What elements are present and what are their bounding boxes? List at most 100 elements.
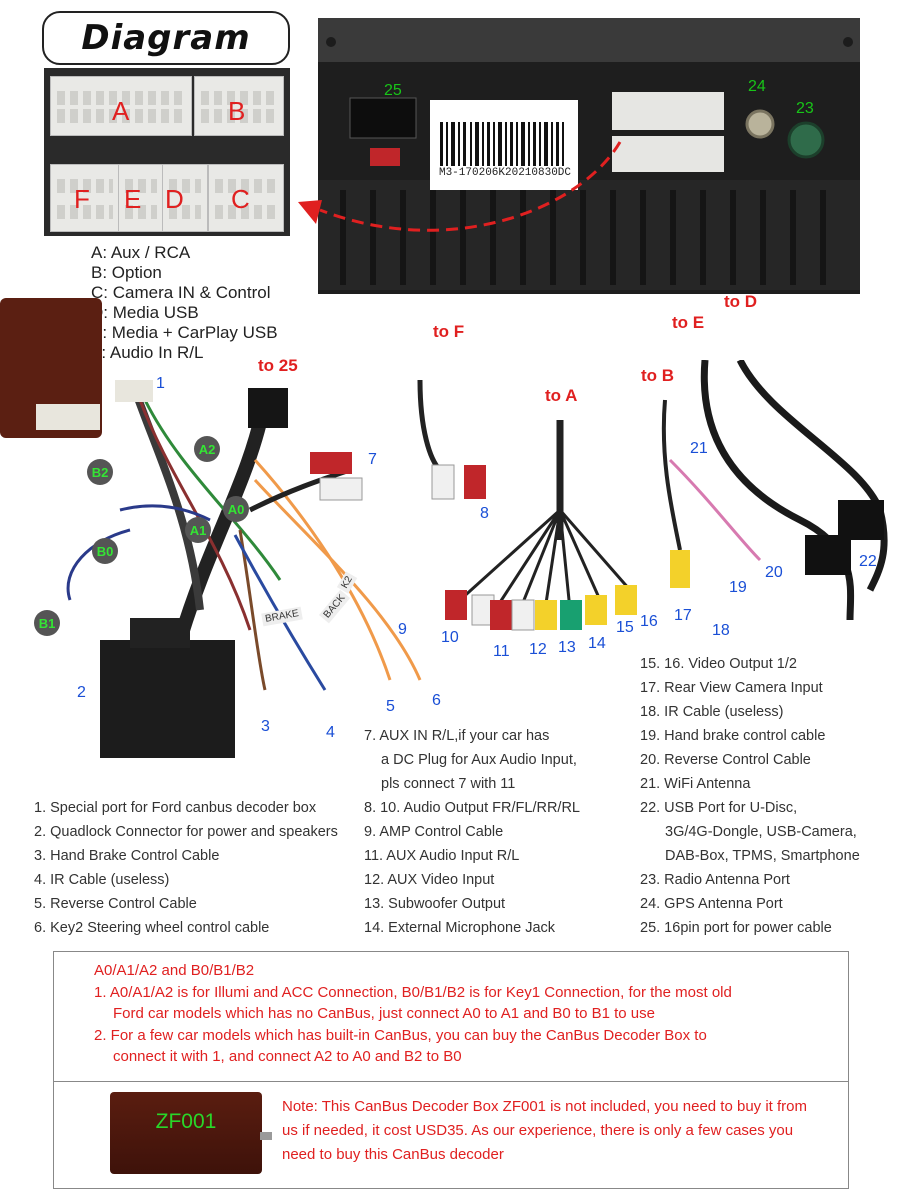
- cable-number-3: 3: [261, 718, 270, 735]
- diagram-title: Diagram: [81, 18, 251, 58]
- cable-number-7: 7: [368, 451, 377, 468]
- cable-number-19: 19: [729, 579, 747, 596]
- port-number-23: 23: [796, 100, 814, 117]
- callout-to-d: to D: [724, 292, 758, 311]
- description-item: 23. Radio Antenna Port: [640, 872, 790, 888]
- legend-item: F: Audio In R/L: [91, 343, 204, 362]
- rca-7-white: [319, 477, 363, 501]
- callout-to-b: to B: [641, 366, 675, 385]
- plug-a: [50, 76, 192, 136]
- power-port-25: [349, 97, 417, 139]
- screw-icon: [843, 37, 853, 47]
- plug-socket-ab: [612, 92, 724, 130]
- cable-number-14: 14: [588, 635, 606, 652]
- cable-number-22: 22: [859, 553, 877, 570]
- decoder-note-line: need to buy this CanBus decoder: [282, 1146, 504, 1163]
- barcode-text: M3-170206K20210830DC: [438, 167, 572, 179]
- description-item: 9. AMP Control Cable: [364, 824, 504, 840]
- plug-label-d: D: [165, 184, 184, 214]
- descriptions-middle: 7. AUX IN R/L,if your car has a DC Plug …: [364, 724, 580, 940]
- rca-8-white: [431, 464, 455, 500]
- descriptions-right: 15. 16. Video Output 1/2 17. Rear View C…: [640, 652, 860, 940]
- description-item: 24. GPS Antenna Port: [640, 896, 783, 912]
- badge-b0: B0: [92, 538, 118, 564]
- description-item: 3. Hand Brake Control Cable: [34, 848, 220, 864]
- cable-number-1: 1: [156, 375, 165, 392]
- rca-17-yellow: [670, 550, 690, 588]
- description-item: 11. AUX Audio Input R/L: [364, 848, 520, 864]
- cable-number-16: 16: [640, 613, 658, 630]
- plug-label-e: E: [124, 184, 142, 214]
- description-item: 17. Rear View Camera Input: [640, 680, 823, 696]
- description-item: 21. WiFi Antenna: [640, 776, 751, 792]
- cable-number-17: 17: [674, 607, 692, 624]
- fuse: [370, 148, 400, 166]
- usb-port-22b: [838, 500, 884, 540]
- description-item: a DC Plug for Aux Audio Input,: [381, 752, 577, 768]
- cable-number-21: 21: [690, 440, 708, 457]
- cable-number-6: 6: [432, 692, 441, 709]
- note-item-1-cont: Ford car models which has no CanBus, jus…: [113, 1005, 655, 1022]
- heatsink-fins: [318, 180, 860, 290]
- decoder-label: ZF001: [155, 1110, 217, 1133]
- callout-to-a: to A: [545, 386, 578, 405]
- notes-heading: A0/A1/A2 and B0/B1/B2: [94, 962, 255, 979]
- cable-number-11: 11: [493, 643, 510, 660]
- description-item: 5. Reverse Control Cable: [34, 896, 197, 912]
- plug-legend: A: Aux / RCA B: Option C: Camera IN & Co…: [91, 243, 278, 363]
- decoder-note: Note: This CanBus Decoder Box ZF001 is n…: [282, 1095, 847, 1167]
- description-item: 6. Key2 Steering wheel control cable: [34, 920, 270, 936]
- cable-number-13: 13: [558, 639, 576, 656]
- callout-to-e: to E: [672, 313, 705, 332]
- plug-b: [194, 76, 284, 136]
- cable-number-12: 12: [529, 641, 547, 658]
- cable-number-10: 10: [441, 629, 459, 646]
- legend-item: B: Option: [91, 263, 162, 282]
- badge-a2: A2: [194, 436, 220, 462]
- usb-port-22a: [805, 535, 851, 575]
- cable-number-5: 5: [386, 698, 395, 715]
- plug-c: [208, 164, 284, 232]
- decoder-note-line: Note: This CanBus Decoder Box ZF001 is n…: [282, 1098, 807, 1115]
- plug-d: [162, 164, 208, 232]
- rca-8-red: [464, 465, 486, 499]
- connector-1: [115, 380, 153, 402]
- plug-label-b: B: [228, 96, 246, 126]
- port-number-25: 25: [384, 82, 402, 99]
- description-item: 13. Subwoofer Output: [364, 896, 506, 912]
- cable-number-20: 20: [765, 564, 783, 581]
- unit-top-plate: [318, 18, 860, 62]
- cable-number-18: 18: [712, 622, 730, 639]
- cable-number-8: 8: [480, 505, 489, 522]
- description-item: 25. 16pin port for power cable: [640, 920, 832, 936]
- diagram-title-box: Diagram: [42, 11, 290, 65]
- descriptions-left: 1. Special port for Ford canbus decoder …: [34, 796, 338, 940]
- legend-item: A: Aux / RCA: [91, 243, 191, 262]
- description-item: 19. Hand brake control cable: [640, 728, 826, 744]
- quadlock-collar: [130, 618, 190, 648]
- cable-number-4: 4: [326, 724, 335, 741]
- plug-label-a: A: [112, 96, 130, 126]
- description-item: 18. IR Cable (useless): [640, 704, 784, 720]
- description-item: 8. 10. Audio Output FR/FL/RR/RL: [364, 800, 580, 816]
- callout-to-f: to F: [433, 322, 465, 341]
- legend-item: C: Camera IN & Control: [91, 283, 271, 302]
- plug-label-f: F: [74, 184, 90, 214]
- decoder-connector: [36, 404, 100, 430]
- connector-closeup-photo: A B F E D C: [44, 68, 290, 236]
- plug-e: [118, 164, 164, 232]
- rca-fan-out: [445, 508, 637, 631]
- description-item: 2. Quadlock Connector for power and spea…: [34, 824, 338, 840]
- radio-antenna-port: [787, 121, 825, 159]
- screw-icon: [326, 37, 336, 47]
- note-item-2: 2. For a few car models which has built-…: [94, 1026, 707, 1044]
- description-item: 12. AUX Video Input: [364, 872, 495, 888]
- gps-antenna-port: [745, 109, 775, 139]
- badge-b2: B2: [87, 459, 113, 485]
- badge-a0: A0: [223, 496, 249, 522]
- description-item: 1. Special port for Ford canbus decoder …: [34, 800, 317, 816]
- description-item: 14. External Microphone Jack: [364, 920, 556, 936]
- note-item-2-cont: connect it with 1, and connect A2 to A0 …: [113, 1048, 462, 1065]
- port-number-24: 24: [748, 78, 766, 95]
- badge-b1: B1: [34, 610, 60, 636]
